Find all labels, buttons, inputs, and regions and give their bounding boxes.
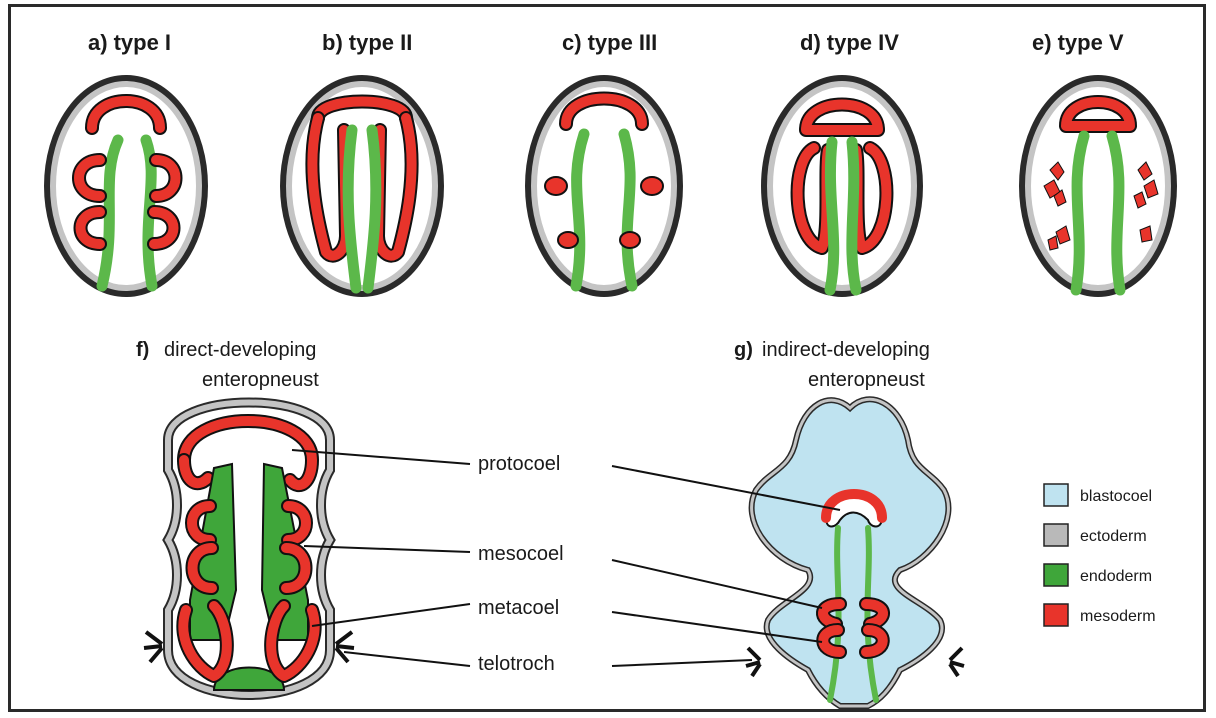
panel-f-line1: direct-developing — [164, 339, 316, 361]
telotroch-cilia-left — [144, 632, 162, 662]
panel-f-line2: enteropneust — [202, 369, 319, 391]
panel-f-embryo — [144, 403, 354, 696]
telotroch-cilia-g-left — [746, 648, 760, 676]
panel-e-label: e)type V — [1032, 30, 1124, 55]
panel-a-embryo — [49, 80, 203, 292]
legend: blastocoel ectoderm endoderm mesoderm — [1044, 484, 1156, 626]
legend-swatch-blastocoel — [1044, 484, 1068, 506]
term-telotroch: telotroch — [478, 653, 555, 675]
panel-a-label: a)type I — [88, 30, 171, 55]
pointer-lines — [292, 450, 840, 666]
legend-swatch-endoderm — [1044, 564, 1068, 586]
term-mesocoel: mesocoel — [478, 543, 564, 565]
legend-label-mesoderm: mesoderm — [1080, 608, 1156, 625]
term-protocoel: protocoel — [478, 453, 560, 475]
term-metacoel: metacoel — [478, 597, 559, 619]
panel-d-embryo — [766, 80, 918, 292]
legend-label-blastocoel: blastocoel — [1080, 488, 1152, 505]
legend-label-ectoderm: ectoderm — [1080, 528, 1147, 545]
panel-g-line1: indirect-developing — [762, 339, 930, 361]
panel-c-embryo — [530, 80, 678, 292]
legend-swatch-ectoderm — [1044, 524, 1068, 546]
panel-b-embryo — [285, 80, 439, 292]
panel-f-letter: f) — [136, 339, 149, 361]
panel-f-title: f) direct-developing enteropneust — [136, 339, 319, 391]
panel-d-label: d)type IV — [800, 30, 899, 55]
panel-g-embryo — [746, 399, 964, 706]
panel-g-letter: g) — [734, 339, 753, 361]
legend-swatch-mesoderm — [1044, 604, 1068, 626]
panel-e-embryo — [1024, 80, 1172, 292]
panel-b-label: b)type II — [322, 30, 412, 55]
panel-c-label: c)type III — [562, 30, 657, 55]
telotroch-cilia-g-right — [950, 648, 964, 676]
legend-label-endoderm: endoderm — [1080, 568, 1152, 585]
panel-g-line2: enteropneust — [808, 369, 925, 391]
telotroch-cilia-right — [336, 632, 354, 662]
panel-g-title: g) indirect-developing enteropneust — [734, 339, 930, 391]
